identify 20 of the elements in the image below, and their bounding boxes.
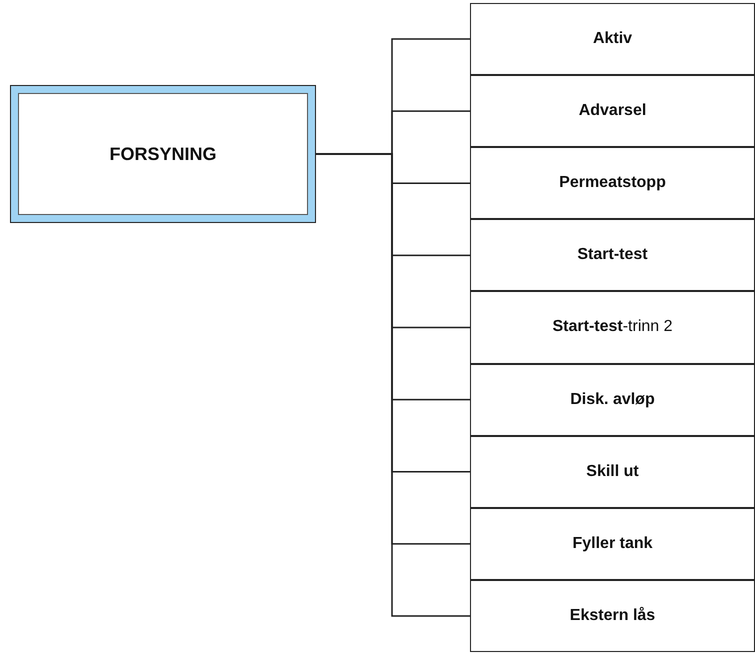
state-box — [470, 147, 755, 220]
box-label: Permeatstopp — [559, 174, 666, 192]
main-box — [10, 85, 316, 223]
state-box — [470, 219, 755, 292]
state-box — [470, 75, 755, 148]
box-label: Advarsel — [578, 102, 646, 120]
box-label: Skill ut — [586, 462, 639, 481]
box-label: Fyller tank — [572, 534, 653, 553]
box-label: Disk. avløp — [570, 390, 655, 409]
box-label: Start-test-trinn 2 — [552, 318, 673, 336]
box-label: FORSYNING — [109, 144, 216, 164]
state-box — [470, 364, 755, 436]
state-box — [470, 291, 755, 364]
box-label: Ekstern lås — [570, 606, 656, 625]
state-box — [470, 580, 755, 652]
state-box — [470, 3, 755, 76]
box-label: Aktiv — [592, 30, 632, 48]
state-box — [470, 436, 755, 508]
state-box — [470, 508, 755, 580]
box-label: Start-test — [577, 246, 648, 264]
